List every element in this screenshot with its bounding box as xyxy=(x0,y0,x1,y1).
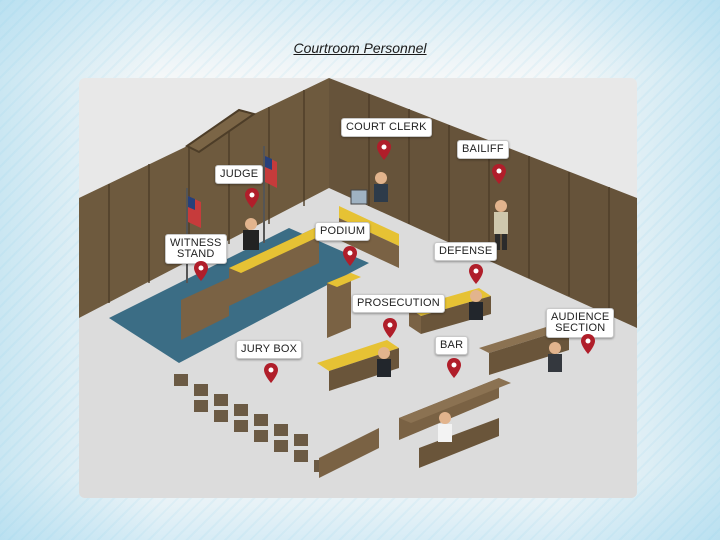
defense-attorney-figure xyxy=(470,290,482,302)
label-witness-stand-line2: STAND xyxy=(170,249,222,260)
page-title: Courtroom Personnel xyxy=(0,40,720,56)
map-pin-icon xyxy=(343,246,357,266)
label-defense: DEFENSE xyxy=(434,242,497,261)
judge-figure xyxy=(245,218,257,230)
map-pin-icon xyxy=(194,261,208,281)
label-witness-stand: WITNESS STAND xyxy=(165,234,227,264)
map-pin-icon xyxy=(264,363,278,383)
map-pin-icon xyxy=(581,334,595,354)
map-pin-icon xyxy=(469,264,483,284)
label-audience-line2: SECTION xyxy=(551,323,609,334)
label-court-clerk: COURT CLERK xyxy=(341,118,432,137)
clerk-monitor xyxy=(351,190,367,204)
prosecutor-figure xyxy=(378,347,390,359)
label-judge: JUDGE xyxy=(215,165,263,184)
label-jury-box: JURY BOX xyxy=(236,340,302,359)
courtroom-illustration: COURT CLERK BAILIFF JUDGE WITNESS STAND … xyxy=(79,78,637,498)
audience-figure xyxy=(549,342,561,354)
label-prosecution: PROSECUTION xyxy=(352,294,445,313)
map-pin-icon xyxy=(245,188,259,208)
label-bar: BAR xyxy=(435,336,468,355)
spectator-figure xyxy=(439,412,451,424)
label-bailiff: BAILIFF xyxy=(457,140,509,159)
map-pin-icon xyxy=(447,358,461,378)
map-pin-icon xyxy=(492,164,506,184)
courtroom-scene xyxy=(79,78,637,498)
label-podium: PODIUM xyxy=(315,222,370,241)
map-pin-icon xyxy=(383,318,397,338)
bailiff-figure xyxy=(495,200,507,212)
clerk-figure xyxy=(375,172,387,184)
map-pin-icon xyxy=(377,140,391,160)
